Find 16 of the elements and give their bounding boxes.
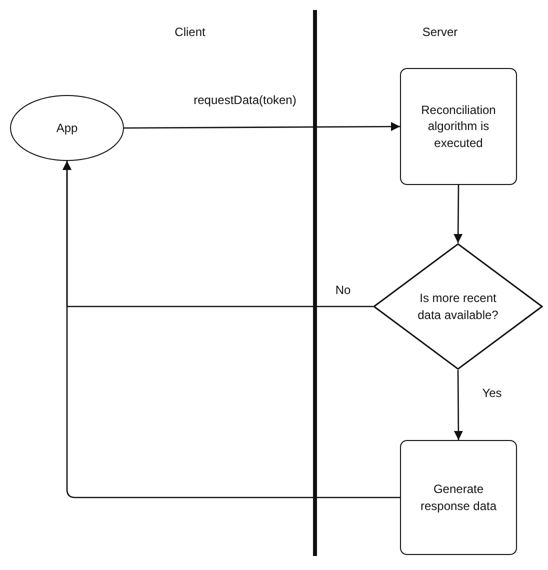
edge-label: No (333, 283, 353, 297)
node-text: Generate response data (419, 481, 498, 514)
process-box (400, 440, 517, 555)
arrow (454, 185, 463, 243)
node-text: App (56, 120, 78, 136)
lane-title: Server (420, 25, 460, 39)
process-box (400, 68, 517, 185)
node-text: Is more recent data available? (416, 290, 500, 323)
lane-title: Client (172, 25, 208, 39)
arrow (62, 161, 400, 498)
decision-diamond (373, 243, 543, 370)
arrow (454, 370, 463, 440)
edge-label: Yes (480, 386, 504, 400)
arrow (124, 122, 400, 132)
node-text: Reconciliation algorithm is executed (420, 102, 497, 151)
edge-label: requestData(token) (192, 93, 298, 107)
